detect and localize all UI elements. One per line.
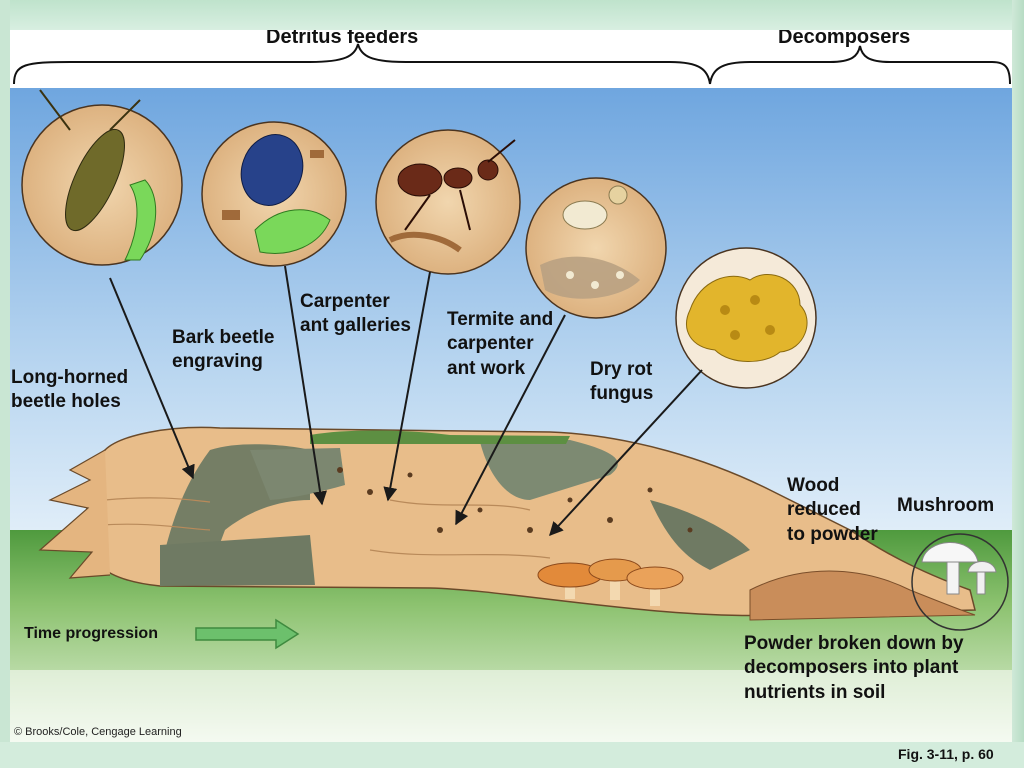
arrow-long-horned bbox=[109, 277, 195, 480]
orange-mushrooms bbox=[537, 558, 684, 606]
time-progression-arrow bbox=[195, 618, 300, 650]
label-dry-rot-fungus: Dry rot fungus bbox=[590, 359, 654, 405]
inset-termite bbox=[525, 177, 667, 319]
heading-detritus-feeders: Detritus feeders bbox=[266, 30, 419, 48]
heading-decomposers: Decomposers bbox=[778, 30, 911, 48]
label-powder-into-nutrients: Powder broken down by decomposers into p… bbox=[744, 633, 964, 703]
label-long-horned-beetle-holes: Long-horned beetle holes bbox=[11, 367, 129, 413]
inset-carpenter-ant bbox=[375, 129, 521, 275]
frame-bottom bbox=[0, 742, 1024, 768]
inset-long-horned-beetle bbox=[21, 89, 183, 266]
arrow-termite bbox=[455, 314, 566, 526]
arrow-carpenter-ant bbox=[383, 271, 431, 502]
label-wood-reduced-to-powder: Wood reduced to powder bbox=[787, 475, 878, 545]
arrow-dry-rot bbox=[549, 369, 703, 537]
label-time-progression: Time progression bbox=[24, 625, 158, 642]
label-carpenter-ant-galleries: Carpenter ant galleries bbox=[300, 291, 411, 337]
label-bark-beetle-engraving: Bark beetle engraving bbox=[172, 327, 275, 373]
frame-left bbox=[0, 0, 10, 768]
decaying-log bbox=[38, 426, 976, 617]
inset-dry-rot-fungus bbox=[675, 247, 817, 389]
brace-decomposers bbox=[709, 45, 1011, 85]
label-termite-carpenter-ant-work: Termite and carpenter ant work bbox=[447, 309, 554, 379]
frame-top bbox=[0, 0, 1024, 30]
inset-bark-beetle bbox=[201, 121, 347, 267]
figure-reference: Fig. 3-11, p. 60 bbox=[898, 746, 994, 762]
brace-detritus bbox=[13, 43, 711, 85]
decomposition-illustration bbox=[10, 43, 1012, 742]
arrow-bark-beetle bbox=[284, 265, 327, 506]
copyright-credit: © Brooks/Cole, Cengage Learning bbox=[14, 726, 182, 738]
inset-white-mushroom bbox=[911, 533, 1009, 631]
frame-right bbox=[1012, 0, 1024, 768]
slide: Detritus feeders Decomposers Long-horned… bbox=[10, 30, 1012, 742]
label-mushroom: Mushroom bbox=[897, 495, 995, 516]
